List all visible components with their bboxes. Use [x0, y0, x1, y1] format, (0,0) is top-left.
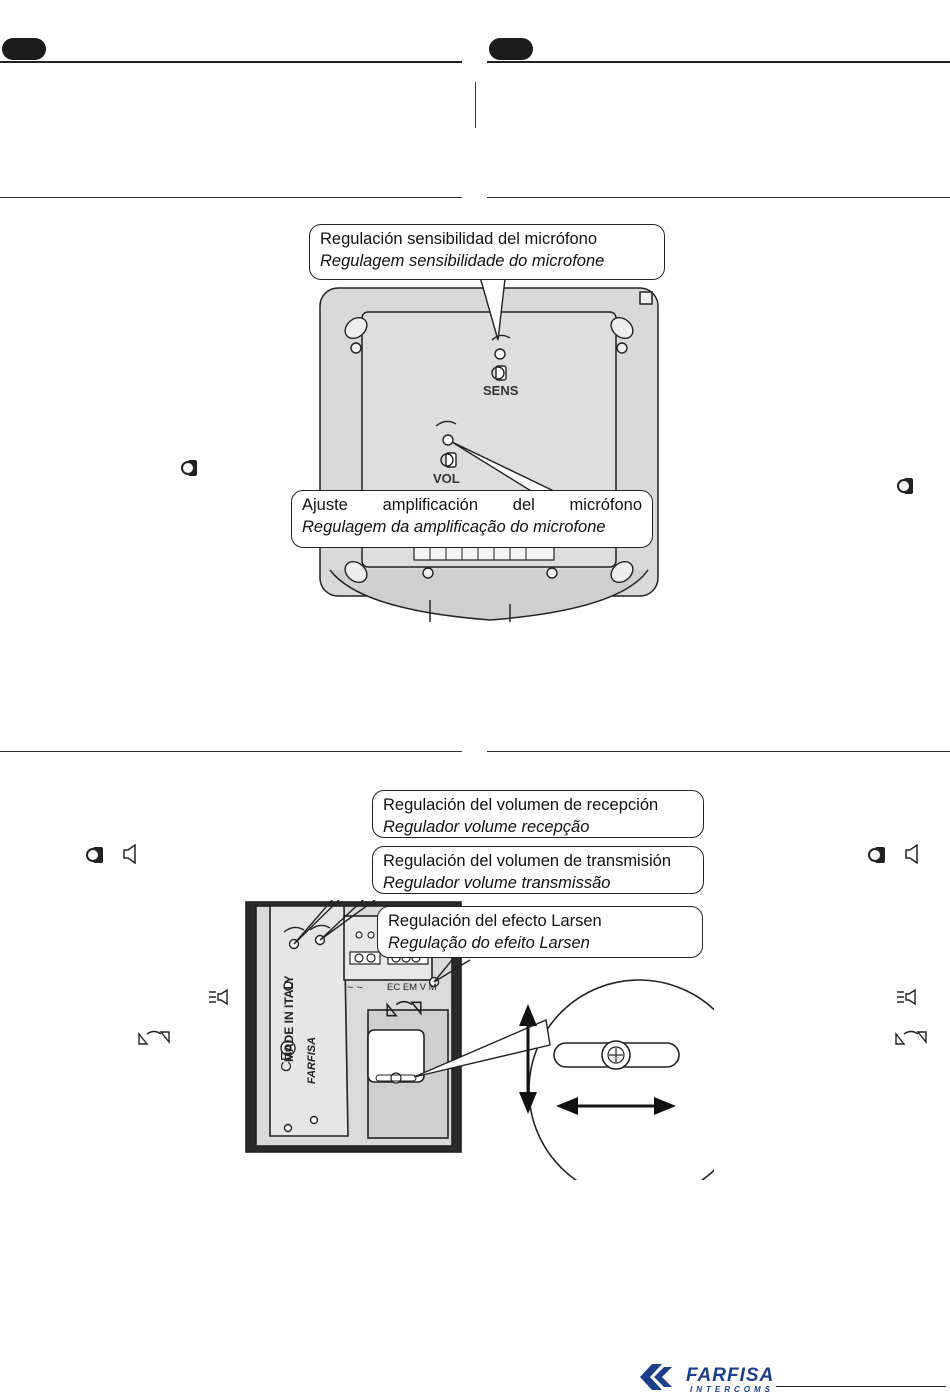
made-in-italy-label: MADE IN ITALY — [282, 975, 296, 1062]
device-front-illustration — [245, 900, 714, 1180]
section-rule-left-1 — [0, 197, 462, 198]
microphone-icon — [897, 478, 913, 494]
callout-mic-amplification: Ajuste amplificación del micrófono Regul… — [291, 490, 653, 548]
language-badge-es — [2, 38, 46, 60]
callout-mic-amplification-pt: Regulagem da amplificação do microfone — [302, 518, 606, 536]
microphone-icon — [86, 847, 103, 863]
microphone-icon — [181, 460, 197, 476]
section-rule-right-2 — [487, 751, 950, 752]
callout-mic-amplification-es: Ajuste amplificación del micrófono — [302, 496, 642, 514]
volume-speaker-icon — [897, 988, 916, 1006]
volume-speaker-icon — [209, 988, 228, 1006]
callout-reception-volume-pt: Regulador volume recepção — [383, 818, 590, 836]
header-rule-right — [487, 61, 950, 63]
header-rule-left — [0, 61, 462, 63]
device-back-illustration — [319, 270, 659, 622]
larsen-effect-icon — [386, 1000, 422, 1017]
speaker-icon — [905, 844, 918, 864]
callout-mic-sensitivity-pt: Regulagem sensibilidade do microfone — [320, 252, 605, 270]
callout-mic-sensitivity-es: Regulación sensibilidad del micrófono — [320, 230, 597, 248]
callout-transmission-volume: Regulación del volumen de transmisión Re… — [372, 846, 704, 894]
farfisa-logo-icon — [640, 1364, 672, 1390]
column-divider — [475, 82, 476, 128]
speaker-icon — [123, 844, 136, 864]
terminal-labels: EC EM V M — [387, 982, 437, 993]
ac-labels: ~ ~ — [347, 982, 363, 994]
callout-reception-volume: Regulación del volumen de recepción Regu… — [372, 790, 704, 838]
callout-larsen: Regulación del efecto Larsen Regulação d… — [377, 906, 703, 958]
footer-rule — [776, 1386, 946, 1387]
larsen-effect-icon — [138, 1030, 170, 1045]
sens-label: SENS — [483, 383, 519, 398]
section-rule-right-1 — [487, 197, 950, 198]
section-rule-left-2 — [0, 751, 462, 752]
footer-brand-subtitle: INTERCOMS — [690, 1385, 774, 1394]
footer-brand: FARFISA — [686, 1365, 775, 1386]
larsen-effect-icon — [895, 1030, 927, 1045]
ce-mark: CE — [278, 1051, 295, 1072]
microphone-icon — [868, 847, 885, 863]
language-badge-pt — [489, 38, 533, 60]
device-brand-label: FARFISA — [306, 1036, 318, 1084]
vol-label: VOL — [433, 471, 460, 486]
callout-larsen-es: Regulación del efecto Larsen — [388, 912, 602, 930]
callout-mic-sensitivity: Regulación sensibilidad del micrófono Re… — [309, 224, 665, 280]
callout-larsen-pt: Regulação do efeito Larsen — [388, 934, 590, 952]
callout-transmission-volume-es: Regulación del volumen de transmisión — [383, 852, 671, 870]
callout-transmission-volume-pt: Regulador volume transmissão — [383, 874, 611, 892]
callout-reception-volume-es: Regulación del volumen de recepción — [383, 796, 659, 814]
